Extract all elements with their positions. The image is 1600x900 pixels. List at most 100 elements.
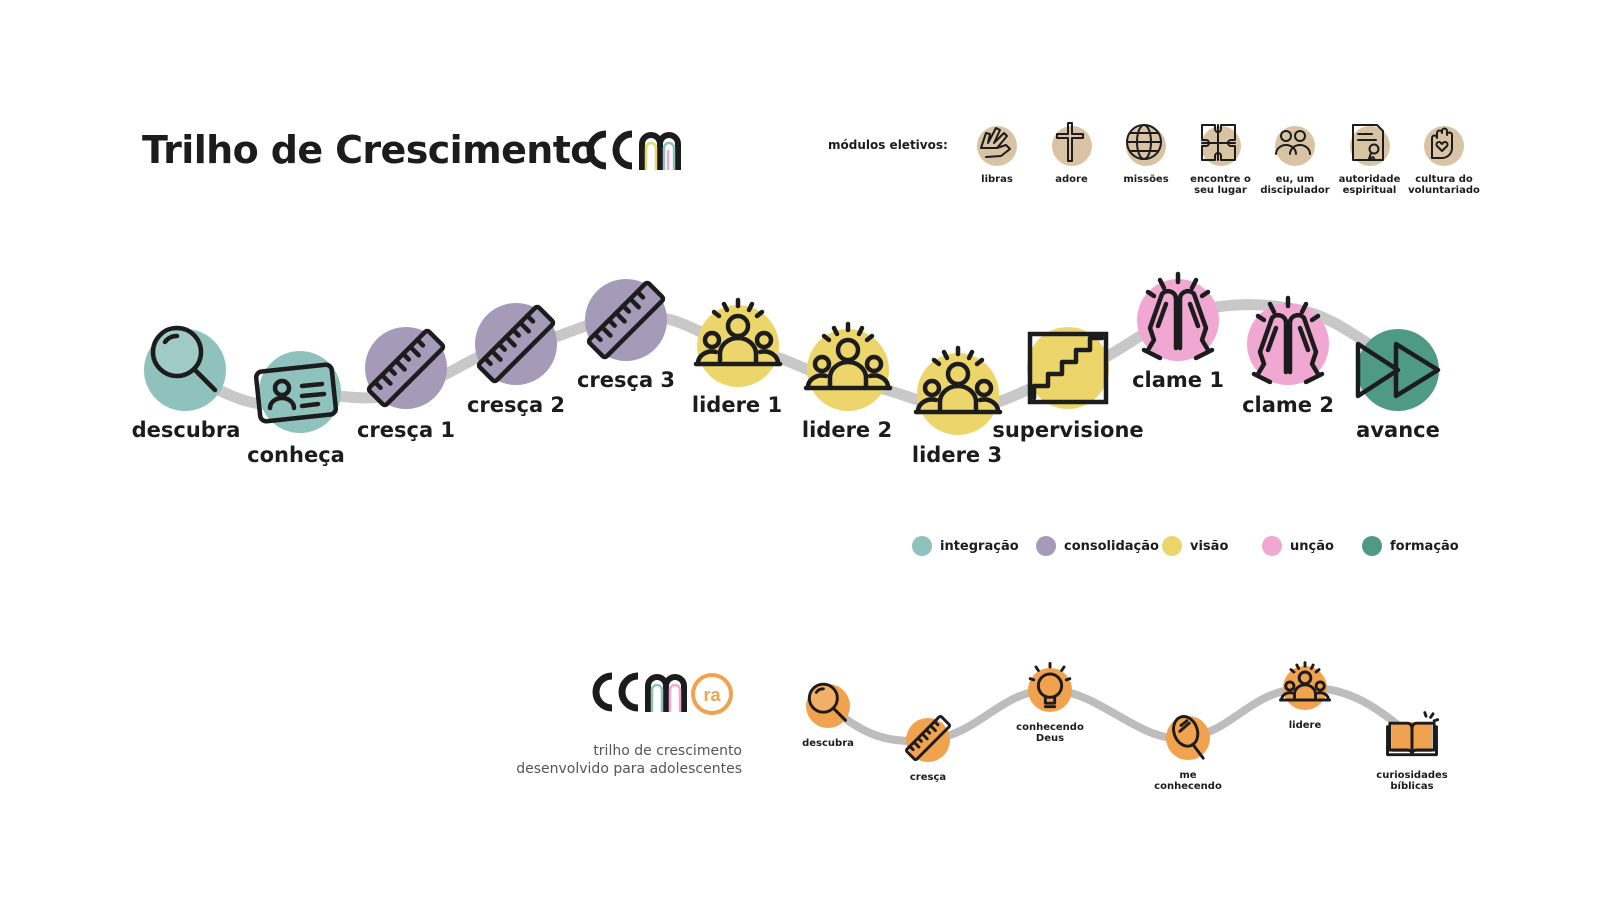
teen-stage-node [1164,714,1212,762]
elective-module: adore [1027,122,1117,185]
stage-label: cresça 3 [576,368,676,392]
stage-label: avance [1356,418,1440,442]
stage-label: descubra [131,418,241,442]
leader-group-icon [693,297,783,367]
stage-node [365,327,447,409]
document-seal-icon [1351,124,1384,161]
elective-module: missões [1101,124,1191,185]
ruler-icon [586,280,666,360]
stage-node [253,351,341,433]
elective-module: cultura do voluntariado [1399,126,1489,196]
leader-group-icon [913,345,1003,415]
stage-icon-holder [913,345,1003,415]
elective-module-label: cultura do voluntariado [1408,174,1480,196]
stairs-icon [1027,331,1109,405]
stage-node [475,303,557,385]
stage-icon-holder [1141,271,1215,361]
magnifier-icon [807,682,847,722]
teen-stage-label: descubra [802,738,854,749]
teen-stage-node [1026,662,1074,714]
stage-label: lidere 2 [801,418,893,442]
stage-node [585,279,667,361]
legend-item: unção [1262,536,1334,556]
elective-module: eu, um discipulador [1250,126,1340,196]
stage-node [913,345,1003,435]
teen-stage-label: cresça [909,772,947,783]
svg-text:ra: ra [703,685,721,705]
elective-module-badge [977,126,1017,166]
legend-swatch [1362,536,1382,556]
legend-label: formação [1390,538,1459,554]
fast-forward-icon [1355,341,1441,399]
globe-icon [1126,124,1162,160]
page-title: Trilho de Crescimento [142,128,596,172]
elective-module-badge [1051,122,1092,166]
teen-stage-label: conhecendo Deus [1016,722,1084,744]
stage-icon-holder [586,280,666,360]
legend-label: visão [1190,538,1229,554]
stage-label: clame 1 [1132,368,1224,392]
stage-node [1247,295,1329,385]
legend-label: unção [1290,538,1334,554]
elective-module-badge [1349,124,1390,166]
teen-stage-node [904,714,952,764]
stage-icon-holder [366,328,446,408]
people-icon [1275,130,1311,155]
stage-icon-holder [476,304,556,384]
stage-label: lidere 1 [691,393,783,417]
stage-node [1355,329,1441,411]
stage-label: clame 2 [1242,393,1334,417]
stage-node [693,297,783,387]
stage-icon-holder [253,362,339,424]
legend-swatch [1262,536,1282,556]
ruler-icon [904,714,952,762]
stage-icon-holder [150,325,218,393]
ccm-logo [586,130,681,170]
ruler-icon [476,304,556,384]
elective-module-label: missões [1123,174,1169,185]
elective-module: autoridade espiritual [1325,124,1415,196]
legend-item: formação [1362,536,1459,556]
teen-stage-label: curiosidades bíblicas [1376,770,1448,792]
elective-module-label: autoridade espiritual [1338,174,1401,196]
elective-module-label: libras [981,174,1013,185]
praying-hands-icon [1141,271,1215,361]
teen-stage-node [804,682,852,730]
teen-stage-node [1279,661,1331,712]
teen-stage-label: me conhecendo [1154,770,1222,792]
magnifier-icon [150,325,218,393]
stage-node [803,321,893,411]
stage-icon-holder [1251,295,1325,385]
legend-label: integração [940,538,1019,554]
elective-module: encontre o seu lugar [1176,124,1266,196]
leader-group-icon [1279,661,1331,702]
stage-circle [917,353,999,435]
stage-label: conheça [247,443,345,467]
stage-icon-holder [1355,341,1441,399]
elective-module-badge [1200,124,1241,166]
open-book-icon [1386,711,1440,757]
elective-modules-label: módulos eletivos: [828,138,948,152]
stage-label: supervisione [992,418,1144,442]
lightbulb-icon [1028,662,1072,709]
elective-module: libras [952,126,1042,185]
heart-hand-icon [1431,127,1453,159]
cross-icon [1055,122,1084,162]
teen-subtitle: trilho de crescimento desenvolvido para … [516,743,742,777]
stage-circle [144,329,226,411]
praying-hands-icon [1251,295,1325,385]
elective-module-badge [1424,126,1464,166]
mirror-icon [1172,715,1205,760]
stage-label: lidere 3 [911,443,1003,467]
ccm-ra-logo: ra [592,672,733,715]
legend-item: visão [1162,536,1228,556]
elective-module-label: adore [1055,174,1088,185]
stage-node [1027,327,1109,409]
leader-group-icon [803,321,893,391]
teen-stage-label: lidere [1288,720,1322,731]
stage-node [1137,271,1219,361]
teen-stage-node [1386,711,1440,762]
legend-swatch [1162,536,1182,556]
